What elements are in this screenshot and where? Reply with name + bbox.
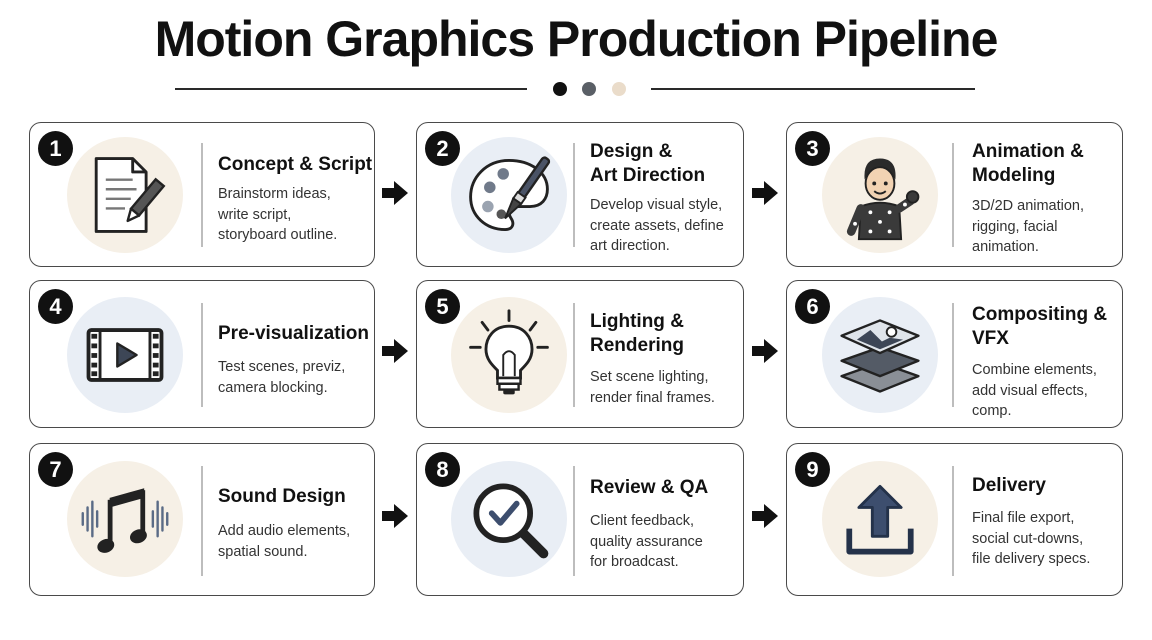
icon-circle — [451, 461, 567, 577]
step-number-badge: 7 — [38, 452, 73, 487]
document-pen-icon — [94, 157, 166, 233]
icon-circle — [451, 297, 567, 413]
step-number-badge: 1 — [38, 131, 73, 166]
step-title: Compositing & VFX — [972, 304, 1108, 349]
icon-circle — [822, 297, 938, 413]
title-rule-left — [175, 88, 527, 90]
step-title: Sound Design — [218, 486, 346, 507]
step-description: Final file export, social cut-downs, fil… — [972, 510, 1091, 567]
magnifier-check-icon — [473, 483, 549, 559]
step-description: Brainstorm ideas, write script, storyboa… — [218, 186, 338, 243]
step-card-6: 6 Compositing & VFX Combine elements, ad… — [786, 280, 1123, 428]
step-title: Animation & Modeling — [972, 141, 1084, 186]
step-description: Test scenes, previz, camera blocking. — [218, 359, 346, 396]
motion-capture-character-icon — [846, 158, 920, 241]
arrow-right-icon — [752, 504, 778, 528]
step-number-badge: 2 — [425, 131, 460, 166]
card-divider — [573, 143, 575, 247]
card-divider — [201, 466, 203, 576]
icon-circle — [822, 461, 938, 577]
step-description: Set scene lighting, render final frames. — [590, 369, 715, 406]
title-dot-1 — [553, 82, 567, 96]
step-title: Pre-visualization — [218, 323, 369, 344]
title-dot-2 — [582, 82, 596, 96]
step-number-badge: 6 — [795, 289, 830, 324]
icon-circle — [822, 137, 938, 253]
card-divider — [201, 303, 203, 407]
step-description: Combine elements, add visual effects, co… — [972, 362, 1097, 419]
step-card-3: 3 Animation & Modeling 3D/2D animation, … — [786, 122, 1123, 267]
palette-brush-icon — [469, 156, 551, 232]
arrow-right-icon — [752, 181, 778, 205]
icon-circle — [67, 461, 183, 577]
step-card-7: 7 Sound Design Add audio elements, spati… — [29, 443, 375, 596]
music-note-icon — [81, 488, 169, 553]
step-card-8: 8 Review & QA Client feedback, quality a… — [416, 443, 744, 596]
arrow-right-icon — [382, 339, 408, 363]
step-title: Design & Art Direction — [590, 141, 706, 186]
icon-circle — [451, 137, 567, 253]
step-title: Lighting & Rendering — [590, 311, 684, 356]
step-card-4: 4 Pre-visualization Test scenes, previz,… — [29, 280, 375, 428]
step-card-1: 1 Concept & Script Brainstorm ideas, wri… — [29, 122, 375, 267]
card-divider — [573, 303, 575, 407]
step-description: Add audio elements, spatial sound. — [218, 523, 351, 560]
page-title: Motion Graphics Production Pipeline — [154, 11, 999, 67]
card-divider — [952, 143, 954, 247]
icon-circle — [67, 137, 183, 253]
step-title: Review & QA — [590, 477, 709, 498]
step-card-9: 9 Delivery Final file export, social cut… — [786, 443, 1123, 596]
step-card-2: 2 Design & Art Direction Develop visual … — [416, 122, 744, 267]
step-number-badge: 4 — [38, 289, 73, 324]
step-description: Client feedback, quality assurance for b… — [590, 513, 703, 570]
film-strip-play-icon — [86, 328, 164, 382]
arrow-right-icon — [752, 339, 778, 363]
arrow-right-icon — [382, 181, 408, 205]
step-card-5: 5 Lighting & Rendering Set scene lightin… — [416, 280, 744, 428]
step-title: Concept & Script — [218, 154, 373, 175]
step-description: 3D/2D animation, rigging, facial animati… — [972, 198, 1085, 255]
step-number-badge: 8 — [425, 452, 460, 487]
light-bulb-icon — [469, 309, 549, 395]
card-divider — [952, 466, 954, 576]
card-divider — [573, 466, 575, 576]
layers-stack-icon — [840, 319, 920, 393]
card-divider — [952, 303, 954, 407]
card-divider — [201, 143, 203, 247]
title-dot-3 — [612, 82, 626, 96]
title-rule-right — [651, 88, 975, 90]
step-number-badge: 3 — [795, 131, 830, 166]
step-number-badge: 9 — [795, 452, 830, 487]
upload-export-icon — [846, 484, 914, 555]
arrow-right-icon — [382, 504, 408, 528]
icon-circle — [67, 297, 183, 413]
step-number-badge: 5 — [425, 289, 460, 324]
step-title: Delivery — [972, 475, 1046, 496]
step-description: Develop visual style, create assets, def… — [590, 197, 724, 254]
